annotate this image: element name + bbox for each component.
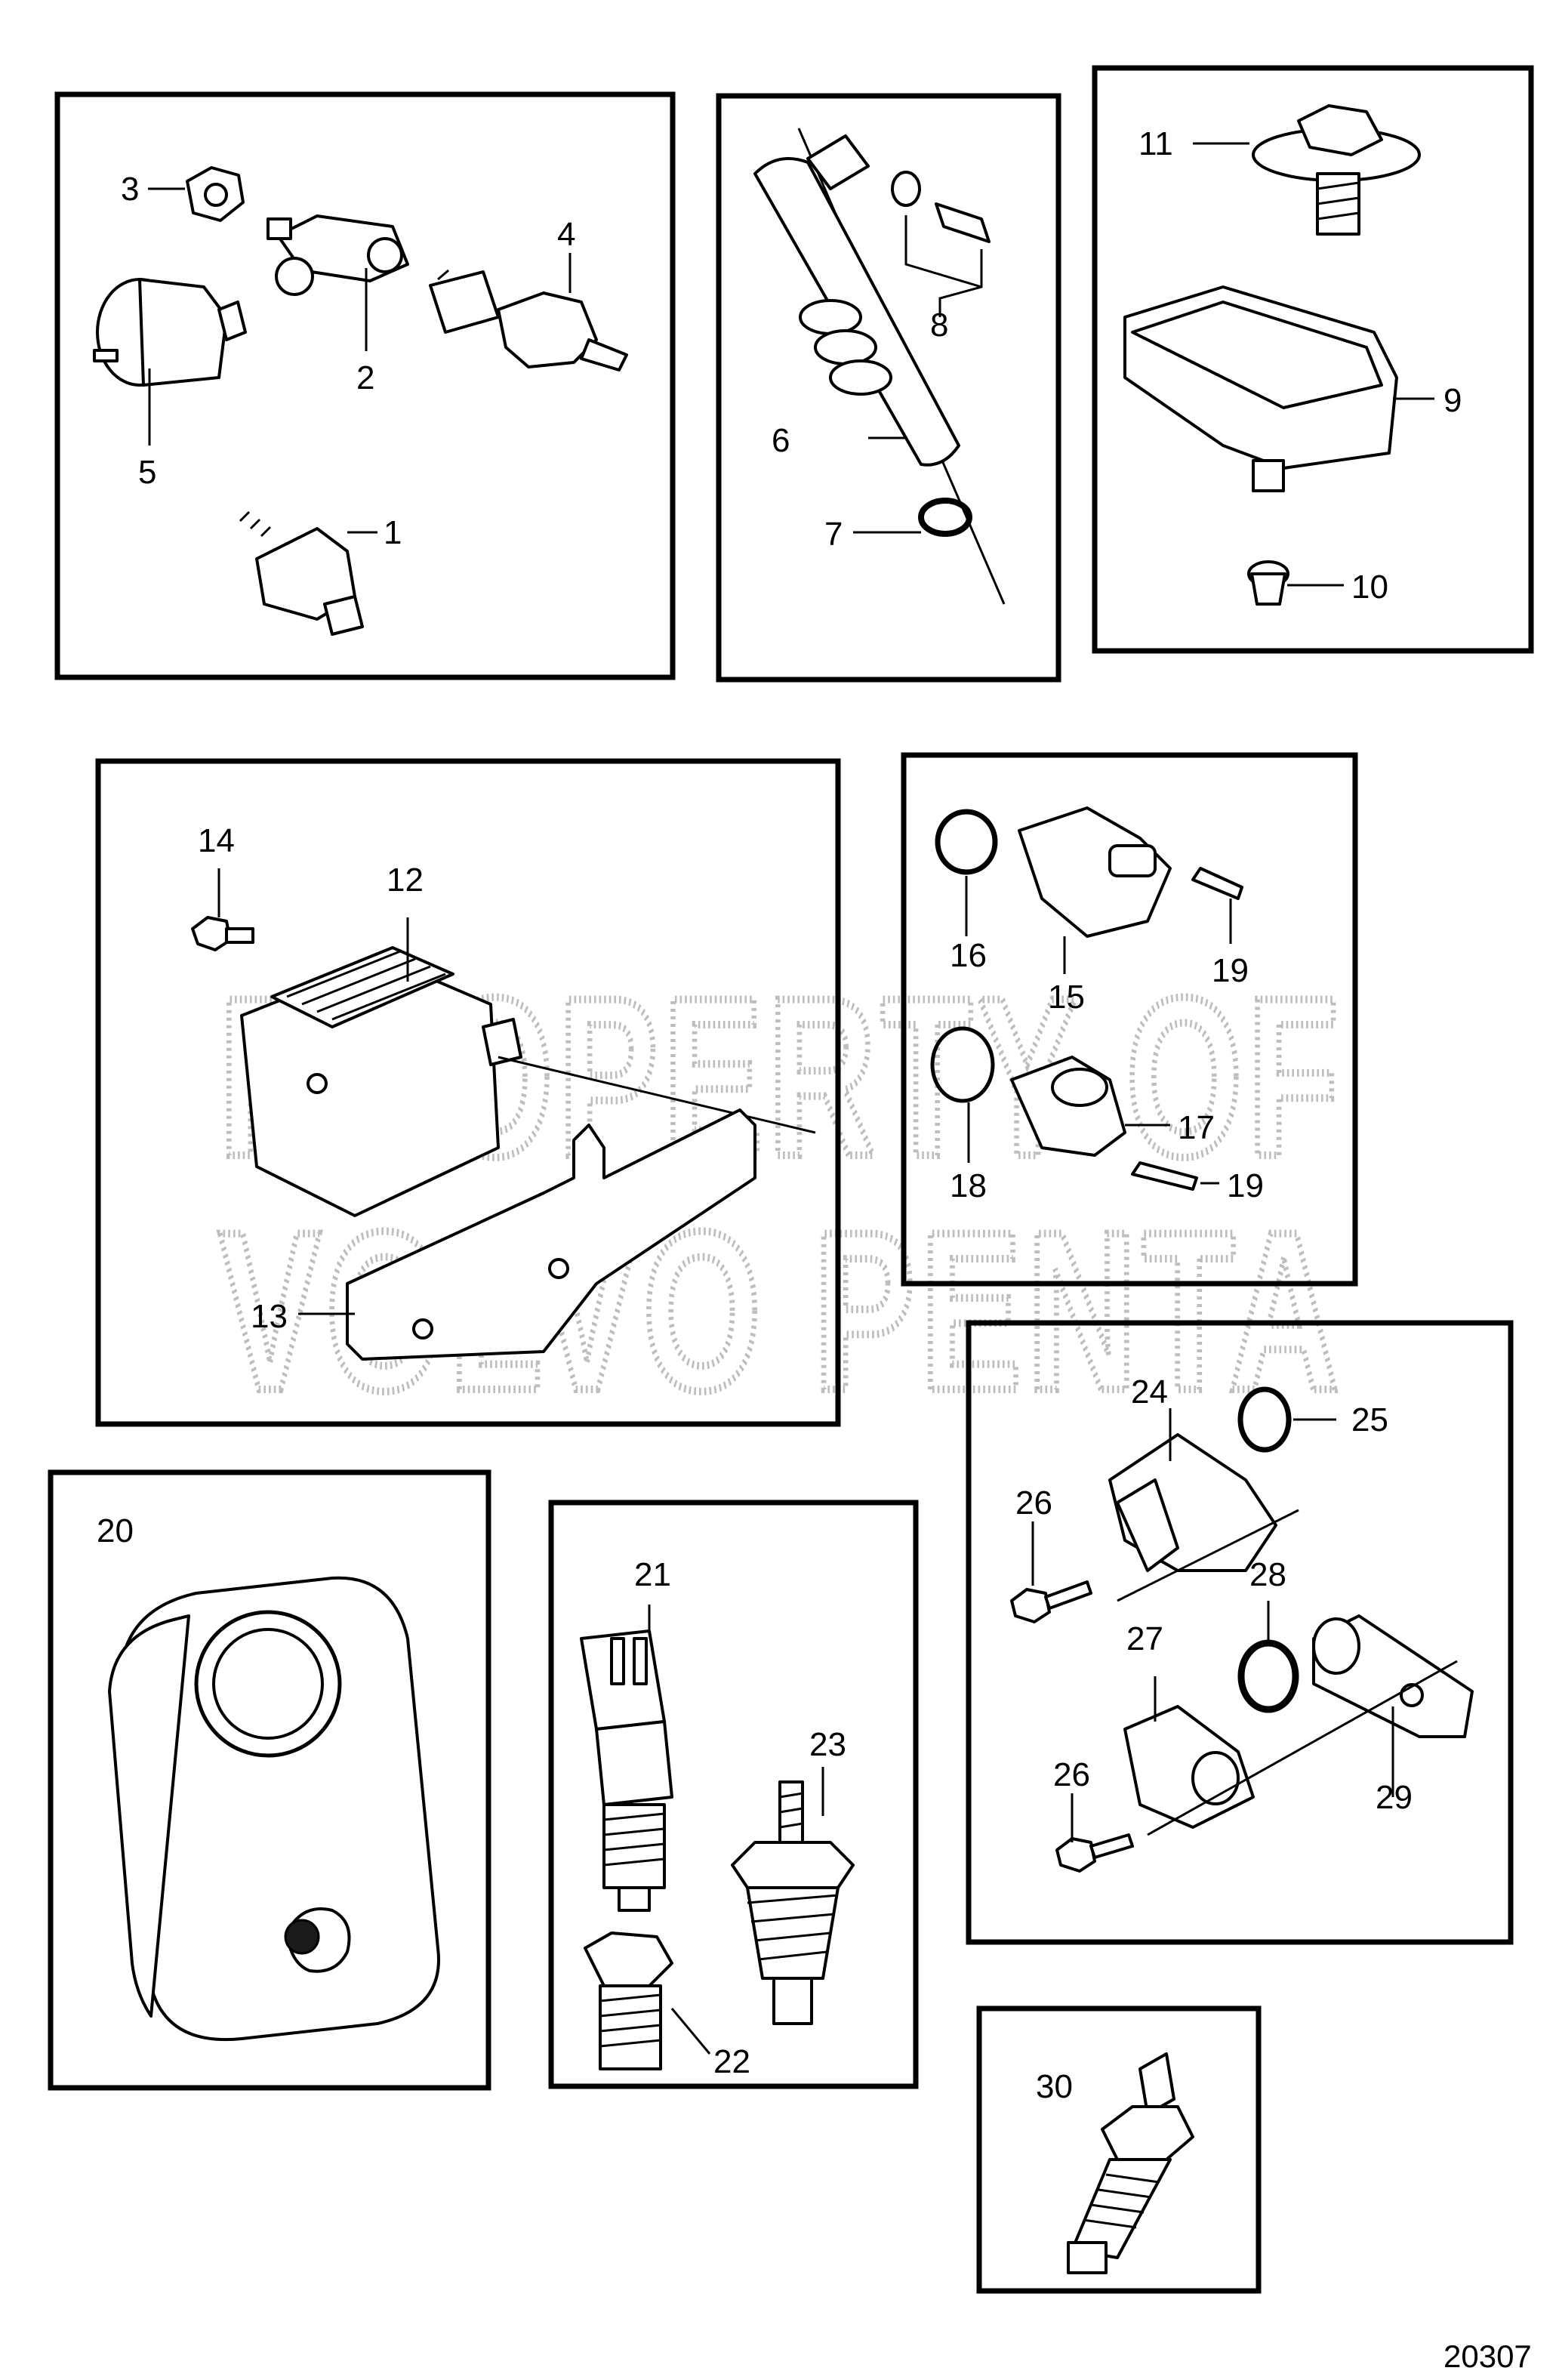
callout-11: 11 [1138,125,1173,162]
callout-16: 16 [950,937,987,974]
sender-part-23 [731,1780,855,2025]
sensor-part-15 [1018,806,1172,938]
callout-2: 2 [356,359,374,396]
o-ring-part-16 [935,809,998,875]
panel-pressure-sensors: 3 2 4 5 1 [54,91,676,680]
panel-speed-sensors: 24 25 26 28 27 26 29 [966,1320,1514,1945]
callout-18: 18 [950,1167,987,1204]
bracket-part-13 [346,1108,756,1361]
oil-pressure-sender-part-5 [93,278,247,387]
callout-29: 29 [1376,1779,1413,1816]
callout-23: 23 [809,1726,846,1763]
cover-part-20 [108,1576,440,2042]
bolt-part-11 [1252,104,1421,236]
panel-position-sensors: 16 15 19 17 18 19 [901,752,1358,1287]
screw-part-19-lower [1131,1161,1198,1191]
bolt-part-14 [191,916,254,951]
screw-part-19-upper [1191,867,1243,900]
tee-fitting-part-2 [267,214,409,296]
panel-cover: 20 [48,1469,491,2091]
callout-8: 8 [930,307,948,344]
panel-temperature-senders: 21 22 23 [548,1500,919,2089]
bolt-part-26-lower [1055,1833,1134,1873]
sensor-part-24 [1108,1433,1277,1572]
seal-part-10 [1247,560,1289,606]
callout-3: 3 [121,171,139,208]
sensor-part-17 [1010,1056,1126,1157]
washer-part-8 [891,171,991,243]
tube-part-6 [753,134,960,467]
callout-7: 7 [824,516,843,553]
o-ring-part-7 [918,498,972,537]
nut-part-3 [186,166,245,222]
callout-19-upper: 19 [1212,952,1249,989]
callout-10: 10 [1351,569,1388,606]
callout-6: 6 [772,422,790,459]
o-ring-part-28 [1237,1639,1299,1713]
bolt-part-26-upper [1010,1580,1092,1623]
sensor-part-30 [1067,2052,1194,2274]
panel-sensor-30: 30 [976,2005,1262,2294]
callout-26-upper: 26 [1015,1484,1052,1521]
callout-25: 25 [1351,1401,1388,1438]
pressure-switch-part-4 [429,269,628,371]
callout-1: 1 [384,514,402,551]
sender-part-21 [580,1629,673,1912]
panel-oil-pressure-tube: 8 6 7 [716,93,1061,683]
callout-20: 20 [97,1512,134,1549]
map-sensor-part-9 [1123,285,1398,492]
callout-5: 5 [138,454,156,491]
callout-9: 9 [1443,382,1462,419]
o-ring-part-25 [1237,1386,1292,1453]
callout-4: 4 [557,216,575,253]
callout-30: 30 [1036,2068,1073,2105]
callout-15: 15 [1048,979,1085,1016]
pressure-switch-part-1 [239,510,364,636]
callout-12: 12 [387,862,424,899]
callout-21: 21 [634,1556,671,1593]
adapter-part-22 [584,1931,673,2070]
callout-28: 28 [1249,1556,1286,1593]
callout-13: 13 [251,1298,288,1335]
sensor-part-27 [1123,1705,1255,1829]
callout-14: 14 [198,822,235,859]
callout-17: 17 [1178,1109,1215,1146]
callout-27: 27 [1126,1620,1163,1657]
callout-26-lower: 26 [1053,1756,1090,1793]
o-ring-part-18 [930,1026,995,1103]
drawing-number: 20307 [1443,2338,1532,2374]
panel-control-module: 14 12 13 [95,758,841,1427]
panel-map-sensor: 11 9 10 [1092,65,1534,654]
callout-22: 22 [713,2043,750,2080]
callout-24: 24 [1131,1373,1168,1410]
callout-19-lower: 19 [1227,1167,1264,1204]
